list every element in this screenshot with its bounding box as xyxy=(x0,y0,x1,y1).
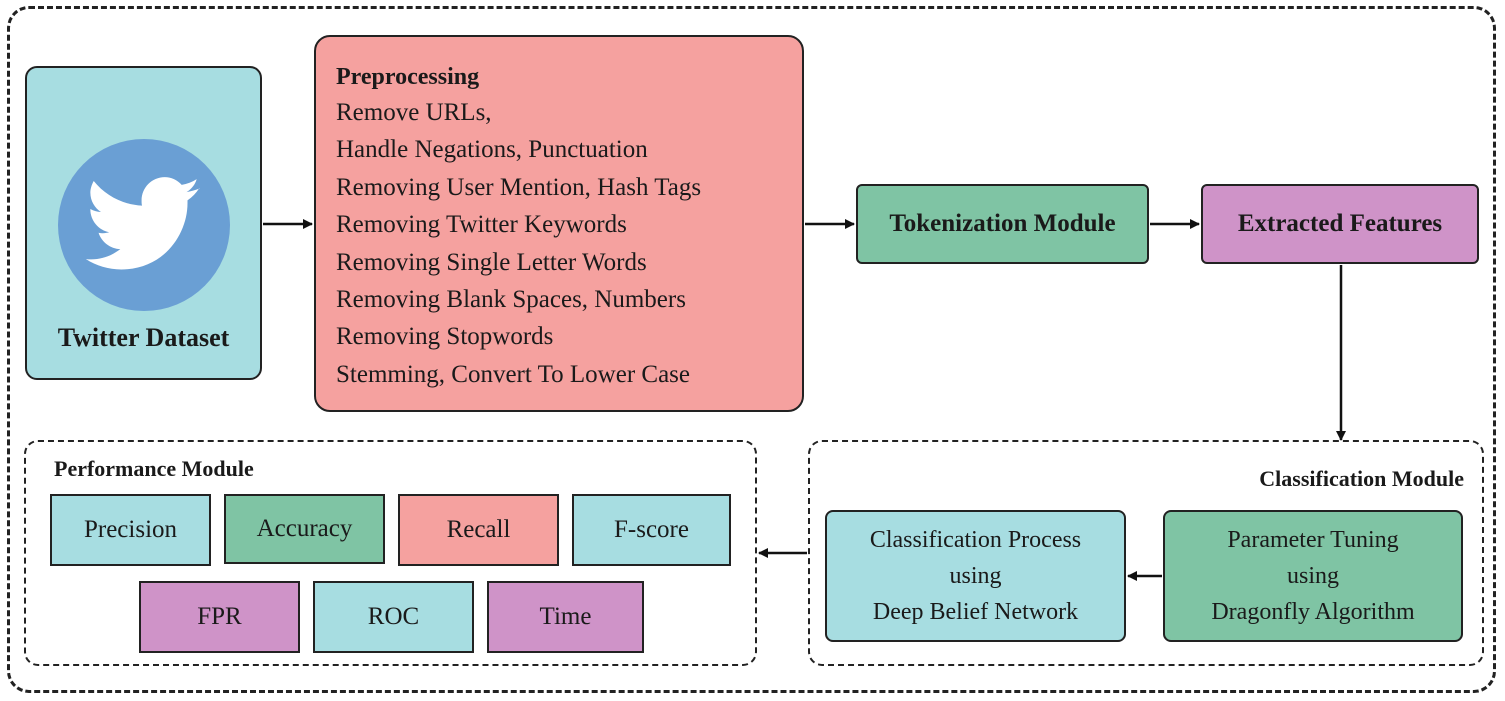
classification-process-box: Classification Process using Deep Belief… xyxy=(825,510,1126,642)
twitter-dataset-label: Twitter Dataset xyxy=(57,323,230,352)
preprocessing-step: Removing Twitter Keywords xyxy=(336,211,627,239)
twitter-bird-icon xyxy=(57,139,230,311)
metric-precision: Precision xyxy=(50,494,211,566)
performance-module-title: Performance Module xyxy=(54,456,254,481)
preprocessing-step: Remove URLs, xyxy=(336,99,492,126)
parameter-tuning-line: Parameter Tuning xyxy=(1227,527,1399,553)
metric-accuracy: Accuracy xyxy=(224,494,385,564)
preprocessing-step: Removing Blank Spaces, Numbers xyxy=(336,286,686,314)
preprocessing-step: Removing Stopwords xyxy=(336,323,554,351)
twitter-dataset-box: Twitter Dataset xyxy=(25,66,262,380)
preprocessing-step: Handle Negations, Punctuation xyxy=(336,136,648,164)
extracted-features-box: Extracted Features xyxy=(1201,184,1479,264)
outer-frame xyxy=(7,6,1496,693)
extracted-features-label: Extracted Features xyxy=(1237,210,1443,237)
metric-f-score: F-score xyxy=(572,494,731,566)
parameter-tuning-box: Parameter Tuning using Dragonfly Algorit… xyxy=(1163,510,1463,642)
performance-module-group: Performance Module xyxy=(24,440,757,666)
parameter-tuning-line: Dragonfly Algorithm xyxy=(1211,599,1415,625)
metric-time: Time xyxy=(487,581,644,653)
metric-recall: Recall xyxy=(398,494,559,566)
classification-module-group: Classification Module xyxy=(808,440,1484,666)
metric-fpr: FPR xyxy=(139,581,300,653)
classification-process-line: using xyxy=(949,563,1002,589)
classification-process-line: Classification Process xyxy=(869,527,1082,553)
preprocessing-step: Removing User Mention, Hash Tags xyxy=(336,173,702,201)
preprocessing-box: Preprocessing Remove URLs, Handle Negati… xyxy=(314,35,804,412)
tokenization-module-box: Tokenization Module xyxy=(856,184,1149,264)
classification-process-line: Deep Belief Network xyxy=(872,599,1079,625)
twitter-bird-glyph xyxy=(85,177,200,270)
classification-module-title: Classification Module xyxy=(1259,466,1464,491)
tokenization-module-label: Tokenization Module xyxy=(889,210,1116,237)
parameter-tuning-line: using xyxy=(1286,563,1339,589)
metric-roc: ROC xyxy=(313,581,474,653)
preprocessing-step: Removing Single Letter Words xyxy=(336,248,647,276)
preprocessing-title: Preprocessing xyxy=(336,64,480,90)
preprocessing-step: Stemming, Convert To Lower Case xyxy=(336,360,690,388)
